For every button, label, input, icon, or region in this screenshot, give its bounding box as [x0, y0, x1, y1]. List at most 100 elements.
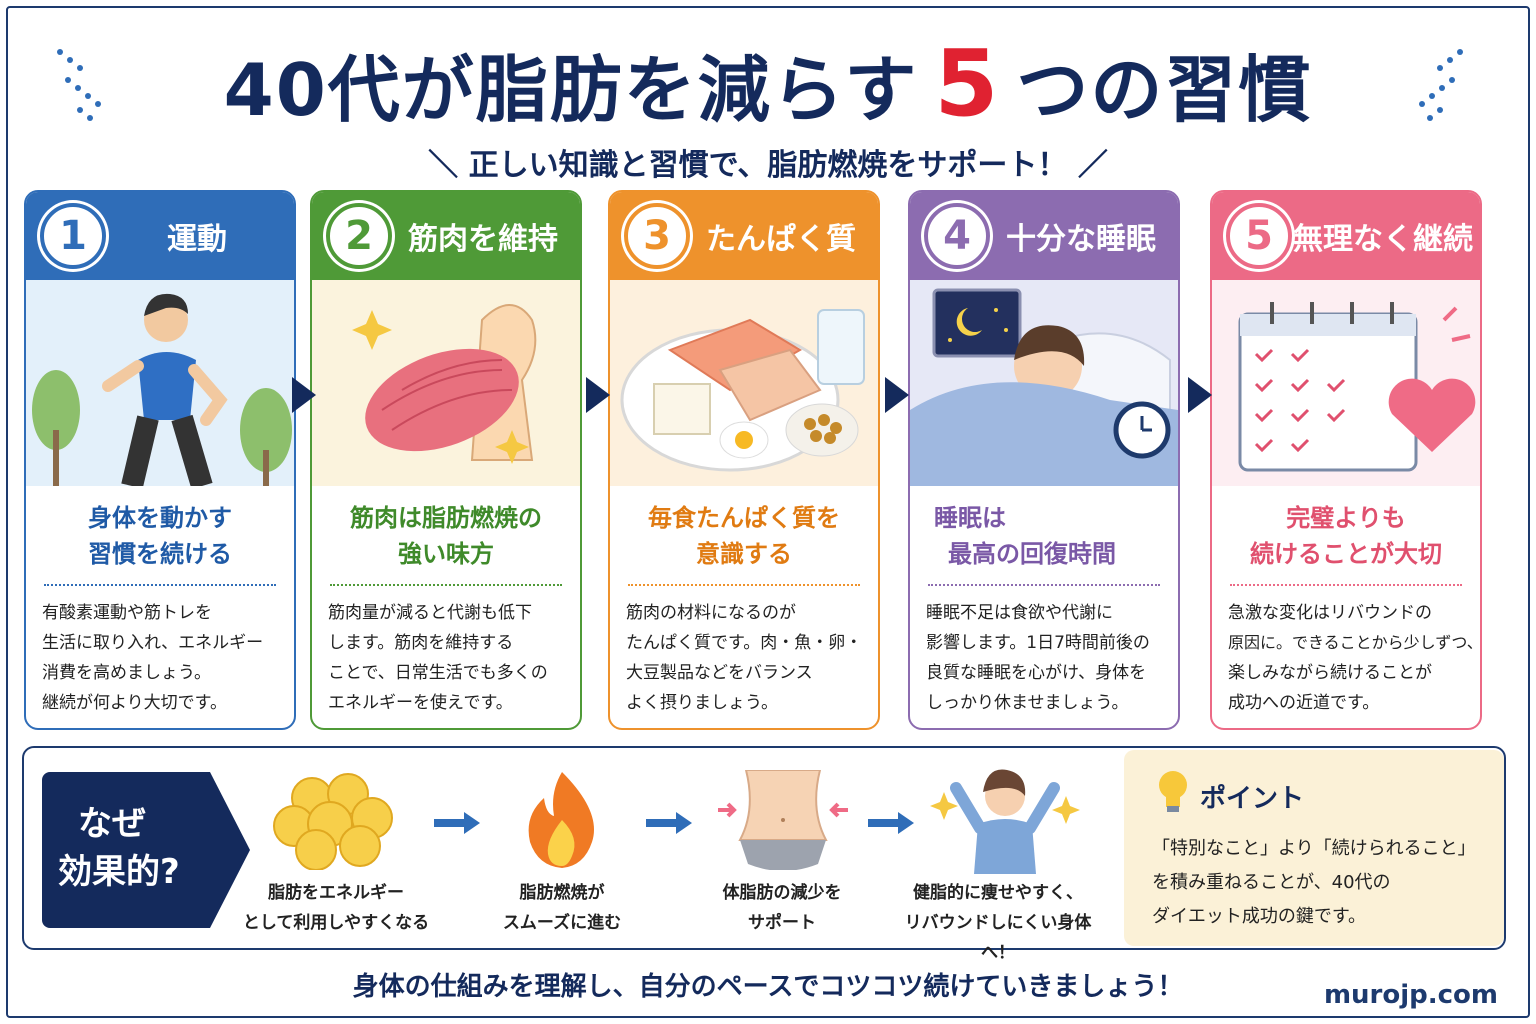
card-headline: 毎食たんぱく質を 意識する — [610, 500, 878, 572]
desc-line: 筋肉の材料になるのが — [626, 603, 796, 623]
arrow-right-icon — [586, 377, 610, 413]
card-description: 有酸素運動や筋トレを 生活に取り入れ、エネルギー 消費を高めましょう。 継続が何… — [26, 586, 294, 718]
card-header: 2 筋肉を維持 — [312, 192, 580, 280]
arrow-right-icon — [868, 812, 914, 834]
desc-line: ことで、日常生活でも多くの — [328, 663, 548, 683]
lightbulb-icon — [1159, 771, 1187, 812]
desc-line: 睡眠不足は食欲や代謝に — [926, 603, 1113, 623]
divider — [628, 584, 860, 586]
headline-line: 意識する — [696, 540, 792, 568]
habit-card-4: 4 十分な睡眠 睡眠は 最高の回復時間 睡眠不足は食欲や代謝に 影響します。1日… — [908, 190, 1180, 730]
fat-cells-icon — [273, 773, 393, 870]
card-description: 睡眠不足は食欲や代謝に 影響します。1日7時間前後の 良質な睡眠を心がけ、身体を… — [910, 586, 1178, 718]
headline-line: 強い味方 — [398, 540, 494, 568]
title-number: 5 — [934, 30, 1001, 137]
habit-card-2: 2 筋肉を維持 筋肉は脂肪燃焼の 強い味方 筋肉量が減ると代謝も低下 します。筋… — [310, 190, 582, 730]
why-label-line: 効果的? — [58, 852, 180, 892]
caption-line: 体脂肪の減少を — [722, 883, 842, 903]
desc-line: します。筋肉を維持する — [328, 633, 514, 653]
arrow-right-icon — [885, 377, 909, 413]
desc-line: 生活に取り入れ、エネルギー — [42, 633, 264, 653]
page-frame — [6, 6, 1530, 1018]
sparkle-dots-left-icon — [57, 49, 101, 121]
desc-line: 原因に。できることから少しずつ、 — [1228, 633, 1482, 652]
happy-woman-icon — [930, 769, 1080, 874]
desc-line: 継続が何より大切です。 — [42, 693, 227, 713]
divider — [330, 584, 562, 586]
headline-line: 続けることが大切 — [1250, 540, 1442, 568]
card-header: 1 運動 — [26, 192, 294, 280]
card-number: 1 — [40, 203, 106, 269]
card-illustration — [610, 280, 878, 486]
card-description: 筋肉量が減ると代謝も低下 します。筋肉を維持する ことで、日常生活でも多くの エ… — [312, 586, 580, 718]
headline-line: 身体を動かす — [88, 504, 232, 532]
point-line: 「特別なこと」より「続けられること」 — [1152, 838, 1476, 859]
point-body: 「特別なこと」より「続けられること」 を積み重ねることが、40代の ダイエット成… — [1152, 832, 1476, 934]
running-man-icon — [32, 293, 292, 486]
calendar-heart-icon — [1238, 302, 1476, 472]
protein-plate-icon — [620, 309, 865, 472]
card-description: 急激な変化はリバウンドの 原因に。できることから少しずつ、 楽しみながら続けるこ… — [1212, 586, 1480, 718]
flexed-muscle-icon — [352, 304, 537, 464]
desc-line: 有酸素運動や筋トレを — [42, 603, 212, 623]
desc-line: 良質な睡眠を心がけ、身体を — [926, 663, 1147, 683]
why-label: なぜ 効果的? — [58, 800, 180, 896]
desc-line: 筋肉量が減ると代謝も低下 — [328, 603, 532, 623]
headline-line: 習慣を続ける — [88, 540, 232, 568]
card-illustration — [312, 280, 580, 486]
why-step-caption: 健脂的に痩せやすく、 リバウンドしにくい身体へ！ — [888, 878, 1108, 968]
page-subtitle: ＼ 正しい知識と習慣で、脂肪燃焼をサポート！ ／ — [428, 148, 1108, 183]
card-title: 無理なく継続 — [1293, 222, 1473, 257]
card-headline: 筋肉は脂肪燃焼の 強い味方 — [312, 500, 580, 572]
desc-line: 楽しみながら続けることが — [1228, 663, 1432, 683]
divider — [1230, 584, 1462, 586]
card-illustration — [910, 280, 1178, 486]
point-box: ポイント 「特別なこと」より「続けられること」 を積み重ねることが、40代の ダ… — [1124, 750, 1504, 946]
point-title: ポイント — [1200, 784, 1305, 814]
caption-line: 健脂的に痩せやすく、 — [913, 883, 1083, 903]
title-before: 40代が脂肪を減らす — [223, 48, 919, 132]
card-number: 4 — [924, 203, 990, 269]
card-title: 運動 — [167, 222, 227, 257]
card-title: たんぱく質 — [706, 222, 856, 257]
headline-line: 完璧よりも — [1286, 504, 1406, 532]
waist-icon — [718, 770, 848, 870]
headline-line: 最高の回復時間 — [948, 540, 1116, 568]
why-step-caption: 脂肪をエネルギー として利用しやすくなる — [226, 878, 446, 938]
arrow-right-icon — [292, 377, 316, 413]
arrow-right-icon — [434, 812, 480, 834]
site-link[interactable]: murojp.com — [1323, 980, 1498, 1010]
card-header: 5 無理なく継続 — [1212, 192, 1480, 280]
why-label-line: なぜ — [78, 804, 146, 844]
why-label-badge — [42, 772, 250, 928]
desc-line: 成功への近道です。 — [1228, 693, 1380, 713]
desc-line: よく摂りましょう。 — [626, 693, 778, 713]
desc-line: 消費を高めましょう。 — [42, 663, 211, 683]
habit-card-5: 5 無理なく継続 完璧よりも 続けることが大切 急激な変化はリバウンドの 原因に… — [1210, 190, 1482, 730]
divider — [928, 584, 1160, 586]
divider — [44, 584, 276, 586]
caption-line: サポート — [748, 913, 816, 933]
card-headline: 完璧よりも 続けることが大切 — [1212, 500, 1480, 572]
card-number: 5 — [1226, 203, 1292, 269]
point-line: を積み重ねることが、40代の — [1152, 872, 1391, 893]
card-title: 筋肉を維持 — [408, 222, 558, 257]
desc-line: 大豆製品などをバランス — [626, 663, 813, 683]
why-step-caption: 体脂肪の減少を サポート — [672, 878, 892, 938]
why-step-caption: 脂肪燃焼が スムーズに進む — [452, 878, 672, 938]
caption-line: として利用しやすくなる — [242, 913, 430, 933]
sparkle-dots-right-icon — [1419, 49, 1463, 121]
title-after: つの習慣 — [1016, 48, 1313, 132]
card-number: 2 — [326, 203, 392, 269]
caption-line: 脂肪燃焼が — [519, 883, 605, 903]
desc-line: 影響します。1日7時間前後の — [926, 633, 1150, 653]
desc-line: 急激な変化はリバウンドの — [1228, 603, 1432, 623]
headline-line: 毎食たんぱく質を — [648, 504, 840, 532]
caption-line: スムーズに進む — [502, 913, 622, 933]
card-header: 4 十分な睡眠 — [910, 192, 1178, 280]
arrow-right-icon — [1188, 377, 1212, 413]
card-title: 十分な睡眠 — [1006, 222, 1156, 257]
flame-icon — [528, 772, 594, 868]
point-line: ダイエット成功の鍵です。 — [1152, 906, 1367, 927]
